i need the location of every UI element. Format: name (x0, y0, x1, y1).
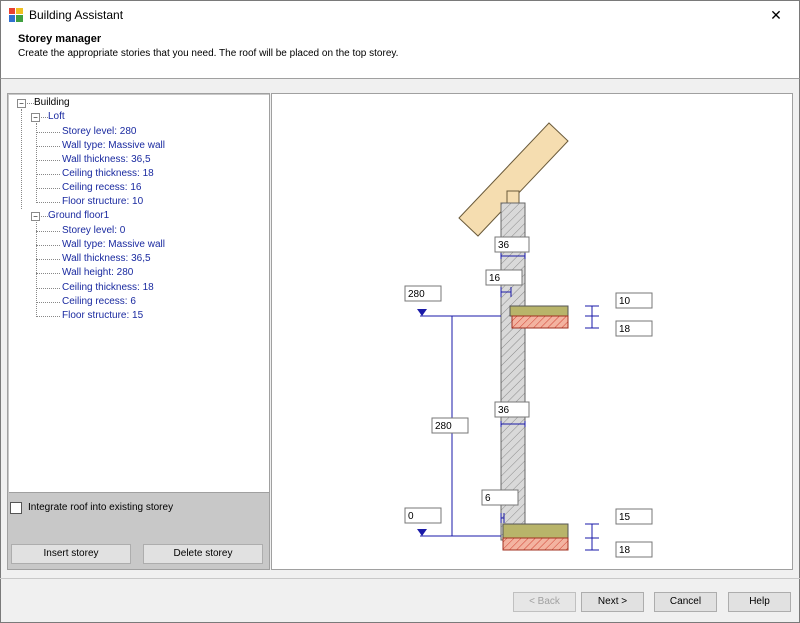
tree-property[interactable]: Ceiling thickness: 18 (62, 282, 154, 293)
lower-level-value: 0 (408, 511, 414, 522)
dimension-lines (420, 253, 599, 551)
storey-drawing: 36 16 280 10 18 280 36 6 0 15 18 (271, 93, 793, 570)
wizard-header: Storey manager Create the appropriate st… (0, 28, 800, 79)
tree-connector (36, 160, 60, 161)
window-title: Building Assistant (29, 8, 124, 22)
title-bar: Building Assistant ✕ (0, 0, 800, 28)
footer-separator (0, 578, 800, 579)
tree-property[interactable]: Ceiling thickness: 18 (62, 168, 154, 179)
app-icon (9, 8, 23, 22)
tree-connector (36, 146, 60, 147)
tree-connector (21, 109, 22, 209)
tree-connector (27, 103, 34, 104)
roof-beam (458, 122, 569, 237)
wall-section (500, 202, 526, 541)
collapse-toggle-loft[interactable]: − (31, 113, 40, 122)
collapse-toggle-ground-floor[interactable]: − (31, 212, 40, 221)
page-title: Storey manager (18, 33, 102, 45)
storey-panel: − Building − Loft Storey level: 280 Wall… (7, 93, 270, 570)
wall-height-value: 280 (435, 421, 452, 432)
lower-level-marker (417, 529, 427, 536)
tree-connector (36, 222, 37, 315)
tree-property[interactable]: Storey level: 0 (62, 225, 126, 236)
tree-connector (36, 288, 60, 289)
tree-property[interactable]: Wall thickness: 36,5 (62, 253, 151, 264)
page-subtitle: Create the appropriate stories that you … (18, 48, 399, 59)
upper-floor-structure (509, 305, 569, 317)
tree-connector (41, 216, 48, 217)
tree-property[interactable]: Wall type: Massive wall (62, 140, 165, 151)
tree-item-loft[interactable]: Loft (48, 111, 65, 122)
tree-connector (36, 316, 60, 317)
tree-property[interactable]: Storey level: 280 (62, 126, 137, 137)
close-button[interactable]: ✕ (753, 1, 799, 29)
upper-floor-structure-value: 10 (619, 296, 631, 307)
upper-wall-thickness-value: 36 (498, 240, 510, 251)
tree-connector (41, 117, 48, 118)
tree-connector (36, 302, 60, 303)
storey-tree[interactable]: − Building − Loft Storey level: 280 Wall… (9, 95, 269, 493)
tree-connector (36, 259, 60, 260)
tree-property[interactable]: Floor structure: 10 (62, 196, 144, 207)
delete-storey-button[interactable]: Delete storey (143, 544, 263, 564)
upper-level-marker (417, 309, 427, 316)
tree-property[interactable]: Wall thickness: 36,5 (62, 154, 151, 165)
lower-ceiling (502, 537, 569, 551)
tree-connector (36, 174, 60, 175)
upper-ceiling-thickness-value: 18 (619, 324, 631, 335)
back-button[interactable]: < Back (513, 592, 576, 612)
upper-level-value: 280 (408, 289, 425, 300)
insert-storey-button[interactable]: Insert storey (11, 544, 131, 564)
collapse-toggle-building[interactable]: − (17, 99, 26, 108)
lower-floor-structure-value: 15 (619, 512, 631, 523)
lower-floor-structure (502, 523, 569, 539)
tree-property[interactable]: Wall type: Massive wall (62, 239, 165, 250)
integrate-roof-label: Integrate roof into existing storey (28, 502, 174, 513)
roof-support (506, 190, 520, 204)
tree-item-building[interactable]: Building (34, 97, 70, 108)
lower-ceiling-recess-value: 6 (485, 493, 491, 504)
tree-connector (36, 188, 60, 189)
tree-connector (36, 202, 60, 203)
tree-connector (36, 245, 60, 246)
upper-ceiling (511, 315, 569, 329)
tree-connector (36, 273, 60, 274)
tree-property[interactable]: Ceiling recess: 6 (62, 296, 136, 307)
tree-item-ground-floor[interactable]: Ground floor1 (48, 210, 110, 221)
cancel-button[interactable]: Cancel (654, 592, 717, 612)
tree-property[interactable]: Floor structure: 15 (62, 310, 144, 321)
close-icon: ✕ (770, 7, 782, 23)
section-diagram: 36 16 280 10 18 280 36 6 0 15 18 (404, 122, 653, 558)
help-button[interactable]: Help (728, 592, 791, 612)
tree-property[interactable]: Wall height: 280 (62, 267, 134, 278)
tree-connector (36, 231, 60, 232)
upper-ceiling-recess-value: 16 (489, 273, 501, 284)
next-button[interactable]: Next > (581, 592, 644, 612)
lower-ceiling-thickness-value: 18 (619, 545, 631, 556)
tree-connector (36, 123, 37, 201)
lower-wall-thickness-value: 36 (498, 405, 510, 416)
integrate-roof-checkbox[interactable] (10, 502, 22, 514)
tree-connector (36, 132, 60, 133)
tree-property[interactable]: Ceiling recess: 16 (62, 182, 142, 193)
